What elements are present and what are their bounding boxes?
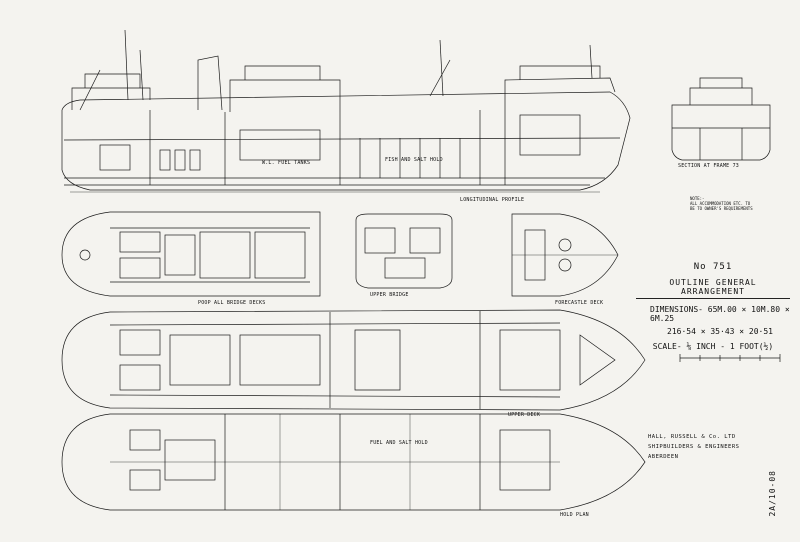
poop-bridge-deck-plan xyxy=(61,211,321,297)
upper-bridge-plan xyxy=(355,213,453,289)
builder-block: HALL, RUSSELL & Co. LTD SHIPBUILDERS & E… xyxy=(648,432,739,462)
forecastle-deck-plan xyxy=(511,213,619,297)
drawing-scale: SCALE- ⅛ INCH - 1 FOOT(½) xyxy=(652,342,774,351)
label-fish-hold: FISH AND SALT HOLD xyxy=(385,157,443,163)
longitudinal-profile xyxy=(61,29,631,193)
upper-deck-plan xyxy=(61,309,646,411)
section-at-frame xyxy=(671,77,771,161)
note: NOTE:- ALL ACCOMMODATION ETC. TO BE TO O… xyxy=(690,196,753,211)
label-poop-bridge: POOP ALL BRIDGE DECKS xyxy=(198,300,266,306)
label-hold-plan: HOLD PLAN xyxy=(560,512,589,518)
label-fuel-salt: FUEL AND SALT HOLD xyxy=(370,440,428,446)
label-fuel-tanks: W.L. FUEL TANKS xyxy=(262,160,311,166)
drawing-number-title: No 751 xyxy=(693,262,733,272)
label-upper-bridge: UPPER BRIDGE xyxy=(370,292,409,298)
builder-trade: SHIPBUILDERS & ENGINEERS xyxy=(648,444,740,450)
drawing-reference-number: 2A/10-08 xyxy=(768,470,777,517)
hold-plan xyxy=(61,413,646,511)
label-section: SECTION AT FRAME 73 xyxy=(678,163,739,169)
label-longitudinal-profile: LONGITUDINAL PROFILE xyxy=(460,197,525,203)
title-block: No 751 OUTLINE GENERAL ARRANGEMENT DIMEN… xyxy=(628,262,798,351)
drawing-title: OUTLINE GENERAL ARRANGEMENT xyxy=(636,278,790,299)
scale-bar xyxy=(679,354,781,362)
dimensions-imperial: 216·54 × 35·43 × 20·51 xyxy=(667,327,773,336)
builder-name: HALL, RUSSELL & Co. LTD xyxy=(648,434,736,440)
dimensions-metric: DIMENSIONS- 65M.00 × 10M.80 × 6M.25 xyxy=(650,305,790,323)
builder-location: ABERDEEN xyxy=(648,454,679,460)
label-upper-deck: UPPER DECK xyxy=(508,412,541,418)
label-forecastle: FORECASTLE DECK xyxy=(555,300,604,306)
